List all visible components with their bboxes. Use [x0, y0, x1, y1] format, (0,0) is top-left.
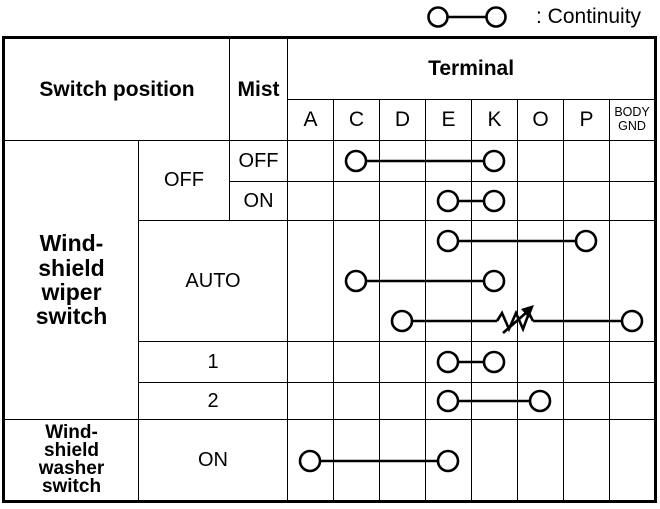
mist-on-label: ON [229, 181, 289, 221]
terminal-cell [563, 341, 611, 383]
terminal-cell [379, 140, 427, 182]
terminal-cell [563, 140, 611, 182]
header-row: Switch position Mist Terminal [2, 37, 657, 141]
terminal-cell [379, 181, 427, 221]
terminal-col-o: O [517, 99, 565, 141]
terminal-cell [333, 220, 381, 342]
washer-on-row: Wind- shield washer switch ON [3, 419, 657, 502]
terminal-cell [287, 140, 335, 182]
terminal-cell [425, 382, 473, 420]
terminal-cell [471, 220, 519, 342]
terminal-cell [517, 220, 565, 342]
wiper-switch-label: Wind- shield wiper switch [3, 140, 139, 420]
terminal-cell [563, 220, 611, 342]
terminal-cell [425, 181, 473, 221]
position-2-row: 2 [4, 382, 657, 420]
terminal-cell [609, 181, 657, 221]
terminal-col-c: C [333, 99, 381, 141]
terminal-cell [287, 341, 335, 383]
washer-switch-label: Wind- shield washer switch [3, 419, 139, 502]
terminal-col-p: P [563, 99, 611, 141]
terminal-cell [425, 341, 473, 383]
terminal-cell [471, 181, 519, 221]
terminal-cell [609, 341, 657, 383]
terminal-cell [379, 419, 427, 502]
terminal-cell [517, 140, 565, 182]
terminal-header: Terminal [287, 37, 657, 100]
position-1-row: 1 [4, 341, 657, 383]
continuity-table: Switch position Mist Terminal A C D E K … [2, 36, 658, 503]
terminal-cell [517, 382, 565, 420]
terminal-cell [517, 181, 565, 221]
terminal-cell [287, 220, 335, 342]
terminal-cell [609, 140, 657, 182]
terminal-cell [471, 419, 519, 502]
washer-on-label: ON [137, 419, 289, 502]
mist-off-label: OFF [229, 140, 289, 182]
continuity-symbol-icon [427, 6, 507, 28]
terminal-cell [425, 140, 473, 182]
terminal-col-d: D [379, 99, 427, 141]
terminal-cell [517, 341, 565, 383]
terminal-cell [471, 140, 519, 182]
terminal-cell [379, 341, 427, 383]
mist-off-row: Wind- shield wiper switch OFF OFF [3, 140, 657, 420]
terminal-cell [563, 181, 611, 221]
terminal-cell [425, 220, 473, 342]
terminal-cell [425, 419, 473, 502]
terminal-letters-row: A C D E K O P BODY GND [4, 99, 657, 141]
terminal-col-e: E [425, 99, 473, 141]
terminal-cell [609, 382, 657, 420]
terminal-col-body-gnd: BODY GND [609, 99, 657, 141]
terminal-cell [609, 220, 657, 342]
terminal-cell [333, 419, 381, 502]
switch-position-header: Switch position [2, 37, 231, 141]
legend-label: : Continuity [536, 5, 642, 28]
terminal-cell [333, 140, 381, 182]
terminal-cell [609, 419, 657, 502]
terminal-cell [287, 382, 335, 420]
wiper-auto-label: AUTO [137, 220, 289, 342]
terminal-col-k: K [471, 99, 519, 141]
wiper-off-label: OFF [137, 140, 231, 221]
terminal-cell [287, 181, 335, 221]
terminal-cell [471, 382, 519, 420]
terminal-cell [379, 220, 427, 342]
terminal-cell [287, 419, 335, 502]
terminal-cell [517, 419, 565, 502]
terminal-col-a: A [287, 99, 335, 141]
terminal-cell [563, 382, 611, 420]
terminal-cell [333, 382, 381, 420]
wiper-pos2-label: 2 [137, 382, 289, 420]
wiper-pos1-label: 1 [137, 341, 289, 383]
terminal-cell [379, 382, 427, 420]
mist-header: Mist [229, 37, 289, 141]
terminal-cell [563, 419, 611, 502]
terminal-cell [333, 341, 381, 383]
terminal-cell [333, 181, 381, 221]
legend: : Continuity [424, 1, 641, 33]
terminal-cell [471, 341, 519, 383]
